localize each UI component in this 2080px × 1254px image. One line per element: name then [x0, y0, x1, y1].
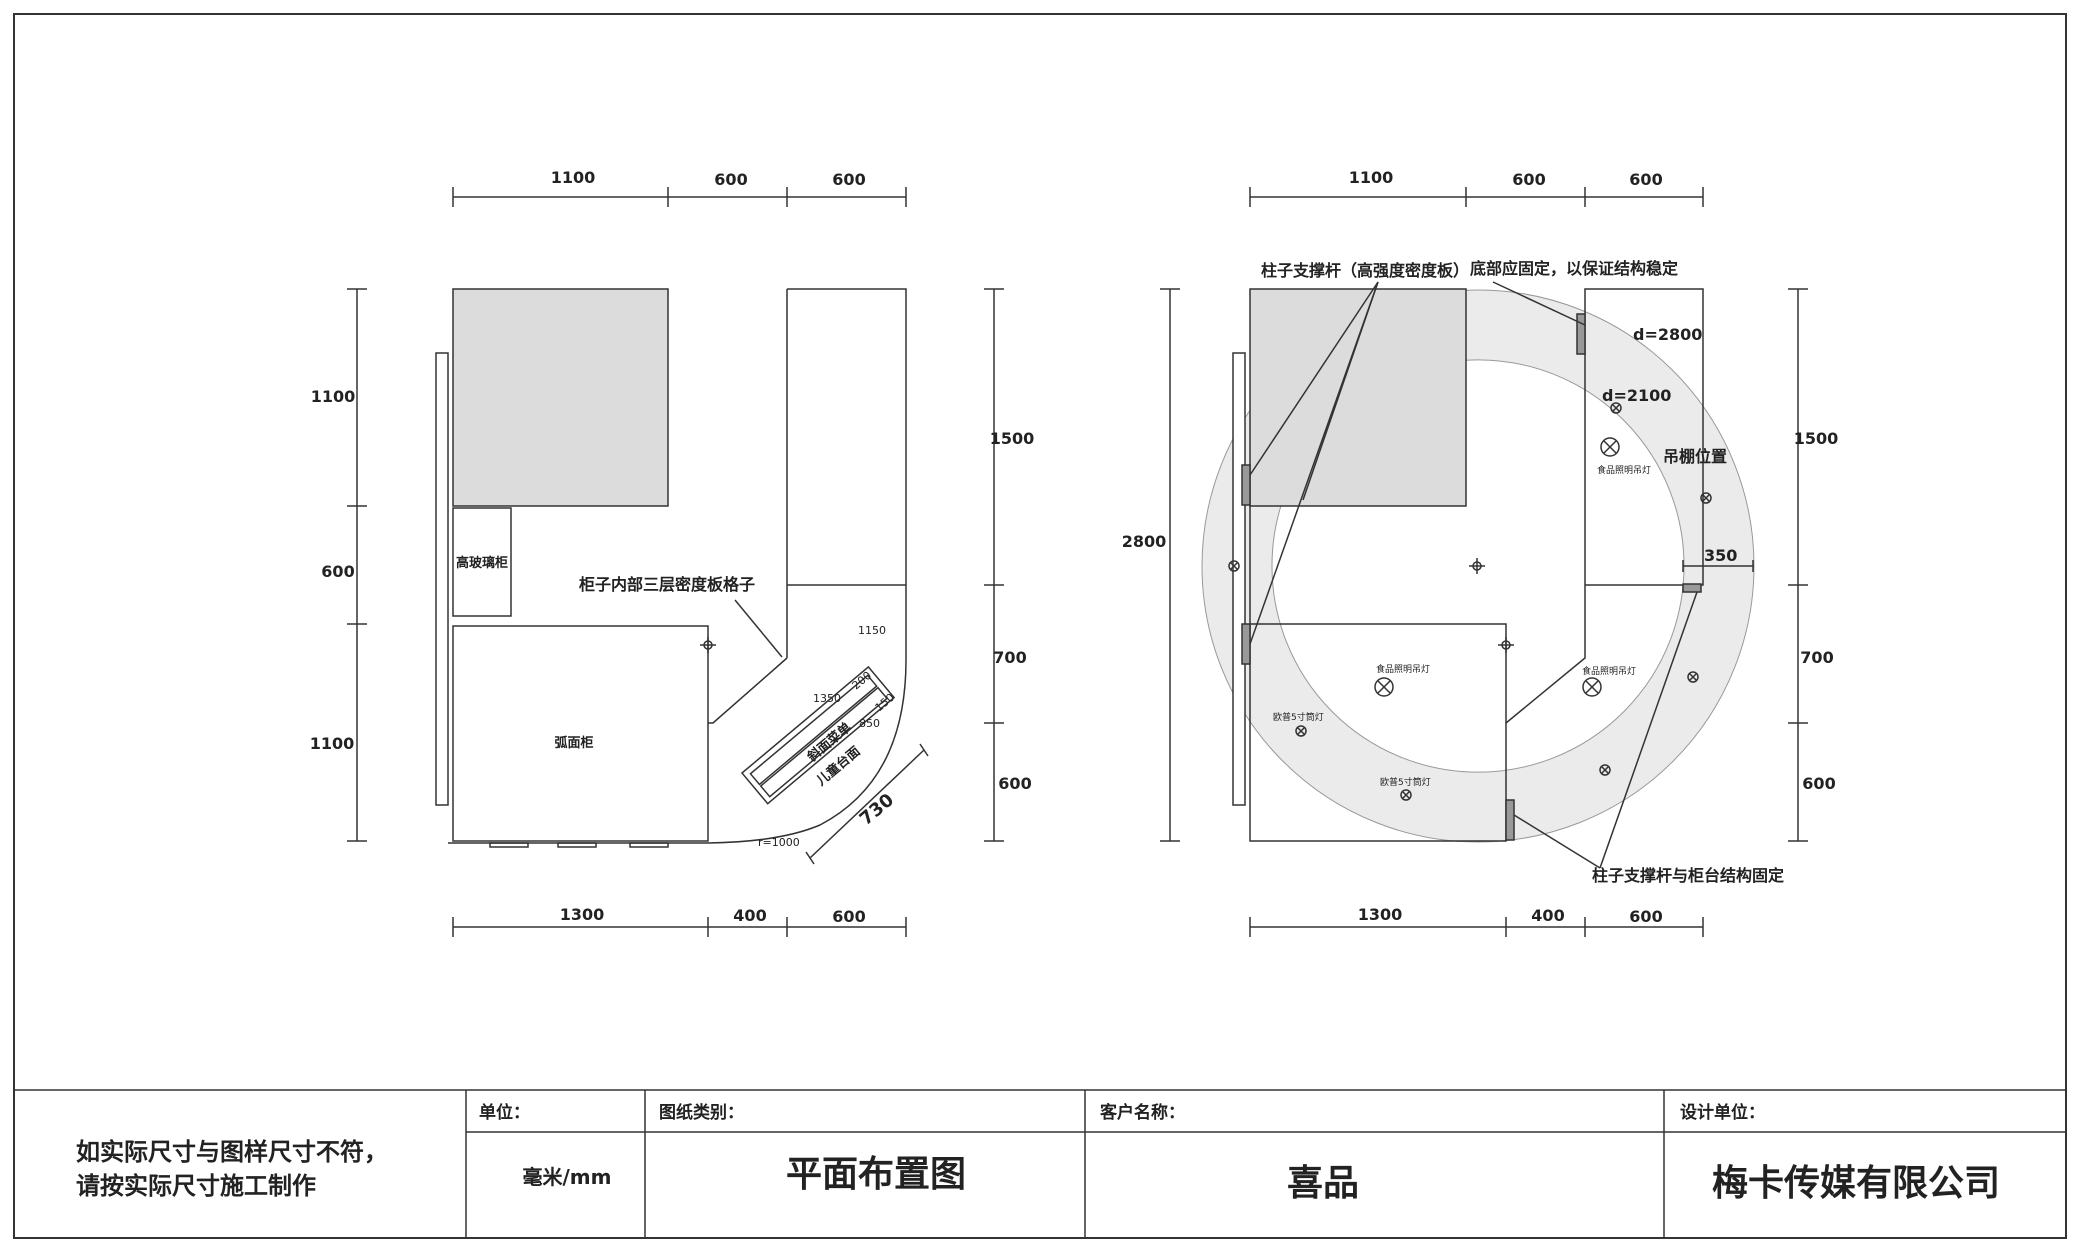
unit-value: 毫米/mm — [523, 1165, 612, 1189]
drawing-type-label: 图纸类别： — [659, 1102, 744, 1123]
annotation-pillar-fix: 柱子支撑杆与柜台结构固定 — [1592, 866, 1784, 885]
dim-top-2: 600 — [714, 170, 747, 189]
annotation-pillar-support: 柱子支撑杆（高强度密度板） — [1261, 261, 1469, 280]
unit-label: 单位： — [479, 1102, 530, 1123]
annotation-outer-diameter: d=2800 — [1633, 325, 1702, 344]
annotation-bottom-fix: 底部应固定，以保证结构稳定 — [1470, 259, 1678, 278]
left-floor-plan — [347, 187, 1004, 937]
dim-850: 850 — [859, 717, 880, 730]
r-dim-top-1: 1100 — [1349, 168, 1394, 187]
label-glass-cabinet: 高玻璃柜 — [456, 555, 508, 571]
r-dim-bottom-3: 600 — [1629, 907, 1662, 926]
r-dim-left: 2800 — [1122, 532, 1167, 551]
r-dim-right-3: 600 — [1802, 774, 1835, 793]
title-block — [14, 1089, 2066, 1238]
dim-radius: r=1000 — [758, 836, 800, 849]
r-dim-right-2: 700 — [1800, 648, 1833, 667]
label-curved-cabinet: 弧面柜 — [554, 735, 593, 751]
label-downlight-2: 欧普5寸筒灯 — [1380, 776, 1431, 788]
dim-left-1: 1100 — [311, 387, 356, 406]
dim-730: 730 — [856, 790, 898, 830]
dim-right-1: 1500 — [990, 429, 1035, 448]
note-cabinet-shelves: 柜子内部三层密度板格子 — [579, 575, 755, 594]
dim-1150: 1150 — [858, 624, 886, 637]
note-line-2: 请按实际尺寸施工制作 — [76, 1172, 316, 1200]
label-food-light-1: 食品照明吊灯 — [1597, 464, 1651, 476]
dim-top-1: 1100 — [551, 168, 596, 187]
r-dim-top-2: 600 — [1512, 170, 1545, 189]
downlight — [1228, 402, 1712, 801]
annotation-inner-diameter: d=2100 — [1602, 386, 1671, 405]
dim-right-2: 700 — [993, 648, 1026, 667]
designer-label: 设计单位： — [1680, 1102, 1765, 1123]
designer-value: 梅卡传媒有限公司 — [1712, 1163, 2000, 1204]
sheet-border — [13, 13, 2067, 1239]
label-food-light-3: 食品照明吊灯 — [1582, 665, 1636, 677]
dim-1350: 1350 — [813, 692, 841, 705]
dim-bottom-2: 400 — [733, 906, 766, 925]
r-dim-bottom-2: 400 — [1531, 906, 1564, 925]
client-label: 客户名称： — [1099, 1102, 1185, 1123]
food-pendant-light — [1374, 437, 1620, 697]
dim-left-3: 1100 — [310, 734, 355, 753]
dim-left-2: 600 — [321, 562, 354, 581]
client-value: 喜品 — [1287, 1163, 1359, 1204]
dim-bottom-1: 1300 — [560, 905, 605, 924]
r-dim-right-1: 1500 — [1794, 429, 1839, 448]
annotation-ring-width: 350 — [1704, 546, 1737, 565]
r-dim-bottom-1: 1300 — [1358, 905, 1403, 924]
dim-bottom-3: 600 — [832, 907, 865, 926]
dim-right-3: 600 — [998, 774, 1031, 793]
right-plan-texts: 1100 600 600 1300 400 600 2800 1500 700 … — [1122, 168, 1839, 926]
label-food-light-2: 食品照明吊灯 — [1376, 663, 1430, 675]
right-floor-plan — [1160, 187, 1808, 937]
dim-top-3: 600 — [832, 170, 865, 189]
note-line-1: 如实际尺寸与图样尺寸不符， — [76, 1138, 388, 1166]
annotation-ceiling-position: 吊棚位置 — [1663, 447, 1727, 466]
label-downlight-1: 欧普5寸筒灯 — [1273, 711, 1324, 723]
r-dim-top-3: 600 — [1629, 170, 1662, 189]
title-block-texts: 如实际尺寸与图样尺寸不符， 请按实际尺寸施工制作 单位： 毫米/mm 图纸类别：… — [76, 1102, 2000, 1204]
drawing-type-value: 平面布置图 — [786, 1154, 966, 1195]
